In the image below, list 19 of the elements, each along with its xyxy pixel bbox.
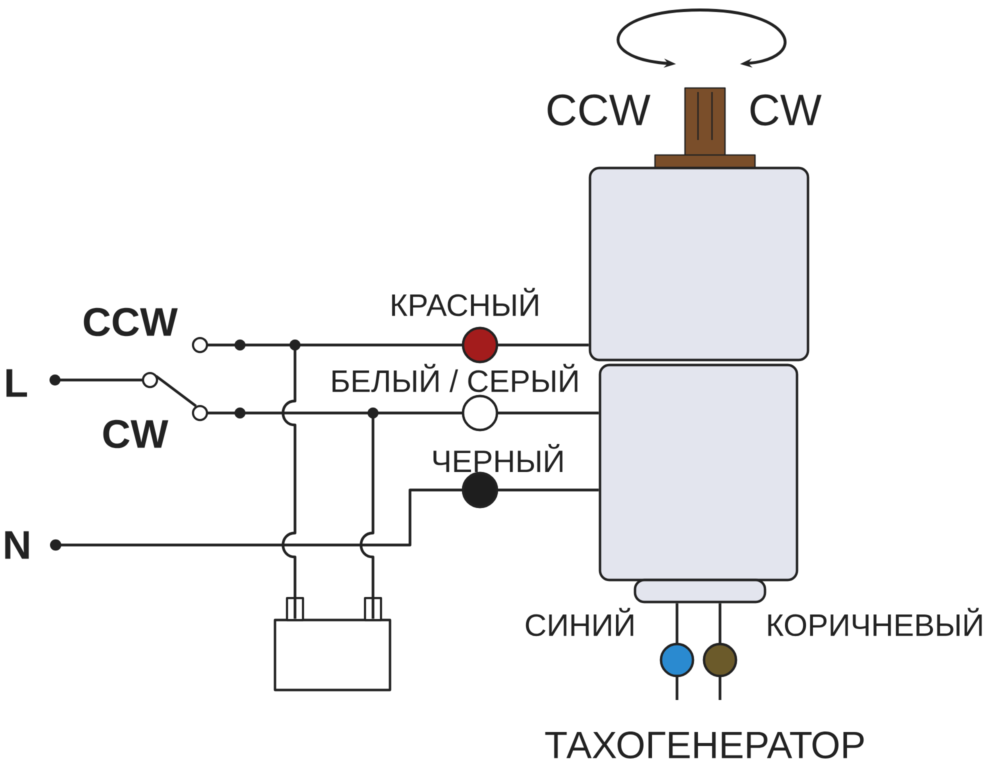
rotation-label: CCW bbox=[548, 94, 650, 126]
line-label: N bbox=[5, 531, 29, 559]
wire bbox=[50, 488, 599, 551]
wire bbox=[282, 344, 589, 619]
switch-label: CW bbox=[103, 420, 168, 448]
capacitor bbox=[274, 596, 392, 692]
wire bbox=[360, 412, 599, 619]
switch-label: CCW bbox=[84, 308, 178, 336]
line-label: L bbox=[6, 369, 27, 397]
tachogenerator-housing bbox=[634, 578, 766, 604]
tachogenerator-label: ТАХОГЕНЕРАТОР bbox=[545, 732, 864, 758]
wire-label: ЧЕРНЫЙ bbox=[434, 444, 562, 472]
motor-body bbox=[598, 364, 798, 582]
wire-label: СИНИЙ bbox=[526, 608, 634, 636]
wire-label: БЕЛЫЙ / СЕРЫЙ bbox=[332, 364, 578, 392]
rotation-label: CW bbox=[750, 94, 822, 126]
wire-label: КРАСНЫЙ bbox=[392, 288, 538, 316]
wire-label: КОРИЧНЕВЫЙ bbox=[768, 608, 982, 636]
motor-body bbox=[588, 166, 810, 362]
